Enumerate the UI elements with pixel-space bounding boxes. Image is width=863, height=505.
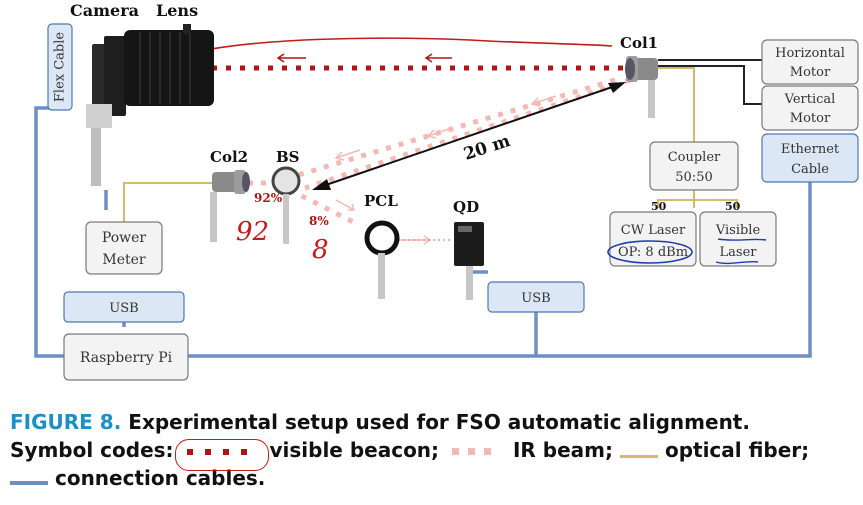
- pct-92-label: 92%: [254, 191, 283, 205]
- handwritten-curve: [195, 37, 613, 53]
- cw-laser-line2: OP: 8 dBm: [618, 245, 688, 260]
- bs-beam-splitter: [271, 166, 301, 244]
- power-meter-box: Power Meter: [85, 221, 163, 275]
- cw-laser-line1: CW Laser: [621, 223, 686, 238]
- usb-left-box: USB: [63, 291, 185, 323]
- ir-beam-label: IR beam;: [512, 438, 614, 462]
- qd-label: QD: [453, 198, 479, 216]
- visible-beacon-symbol: [174, 438, 269, 471]
- visible-beacon-label: visible beacon;: [269, 438, 440, 462]
- symbol-codes-label: Symbol codes:: [10, 438, 174, 462]
- optical-fiber-label: optical fiber;: [664, 438, 810, 462]
- connection-cable-symbol: [10, 471, 48, 489]
- cw-laser-annotation-circle: [607, 240, 693, 264]
- bs-label: BS: [276, 148, 300, 166]
- vertical-motor-line1: Vertical: [784, 92, 836, 107]
- usb-left-label: USB: [109, 301, 138, 316]
- figure-caption: FIGURE 8. Experimental setup used for FS…: [10, 408, 860, 492]
- beacon-annotation-circle: [174, 438, 269, 471]
- distance-arrow: [312, 82, 626, 190]
- caption-line-3: connection cables.: [10, 464, 860, 492]
- optical-fiber-symbol: [619, 443, 658, 461]
- horizontal-motor-box: Horizontal Motor: [761, 39, 859, 85]
- beacon-arrows: [276, 53, 452, 63]
- horizontal-motor-line1: Horizontal: [775, 46, 845, 61]
- horizontal-motor-line2: Motor: [790, 65, 831, 80]
- pct-8-label: 8%: [309, 214, 329, 228]
- ethernet-cable-line1: Ethernet: [781, 142, 840, 157]
- col1-collimator: [625, 56, 658, 118]
- coupler-box: Coupler 50:50: [649, 141, 739, 191]
- caption-line-1: FIGURE 8. Experimental setup used for FS…: [10, 408, 860, 436]
- figure-title: Experimental setup used for FSO automati…: [128, 410, 750, 434]
- raspberry-pi-box: Raspberry Pi: [63, 333, 189, 381]
- qd-detector: [454, 222, 484, 300]
- motor-lines: [658, 59, 762, 105]
- optical-fibers: [123, 67, 738, 222]
- coupler-line2: 50:50: [675, 170, 712, 185]
- lens-label: Lens: [156, 1, 198, 20]
- ethernet-cable-box: Ethernet Cable: [761, 133, 859, 183]
- visible-laser-box: Visible Laser: [699, 211, 777, 267]
- camera-label: Camera: [70, 1, 139, 20]
- col2-collimator: [210, 170, 250, 242]
- power-meter-line2: Meter: [102, 252, 146, 268]
- split-left-label: 50: [651, 200, 667, 213]
- pcl-lens: [364, 220, 400, 299]
- handwritten-8: 8: [312, 235, 329, 265]
- usb-right-box: USB: [487, 281, 585, 313]
- col2-label: Col2: [210, 148, 248, 166]
- camera-assembly: [86, 24, 214, 186]
- visible-laser-line1: Visible: [715, 223, 761, 238]
- caption-line-2: Symbol codes: visible beacon; IR beam; o…: [10, 436, 860, 471]
- col1-label: Col1: [620, 34, 658, 52]
- power-meter-line1: Power: [102, 230, 147, 246]
- ethernet-cable-line2: Cable: [791, 162, 829, 177]
- handwritten-92: 92: [236, 217, 269, 247]
- usb-right-label: USB: [521, 291, 550, 306]
- vertical-motor-line2: Motor: [790, 111, 831, 126]
- visible-laser-underline: [715, 238, 767, 265]
- setup-diagram: 20 m: [34, 1, 859, 381]
- ir-beams: [248, 77, 631, 227]
- raspberry-pi-label: Raspberry Pi: [80, 350, 173, 366]
- cw-laser-box: CW Laser OP: 8 dBm: [609, 211, 697, 267]
- flex-cable-box: Flex Cable: [47, 23, 73, 111]
- visible-laser-line2: Laser: [720, 245, 758, 260]
- figure-number: FIGURE 8.: [10, 410, 122, 434]
- vertical-motor-box: Vertical Motor: [761, 85, 859, 131]
- pcl-label: PCL: [364, 192, 398, 210]
- split-right-label: 50: [725, 200, 741, 213]
- coupler-line1: Coupler: [668, 150, 721, 165]
- flex-cable-label: Flex Cable: [53, 32, 68, 103]
- ir-beam-symbol: [446, 443, 506, 461]
